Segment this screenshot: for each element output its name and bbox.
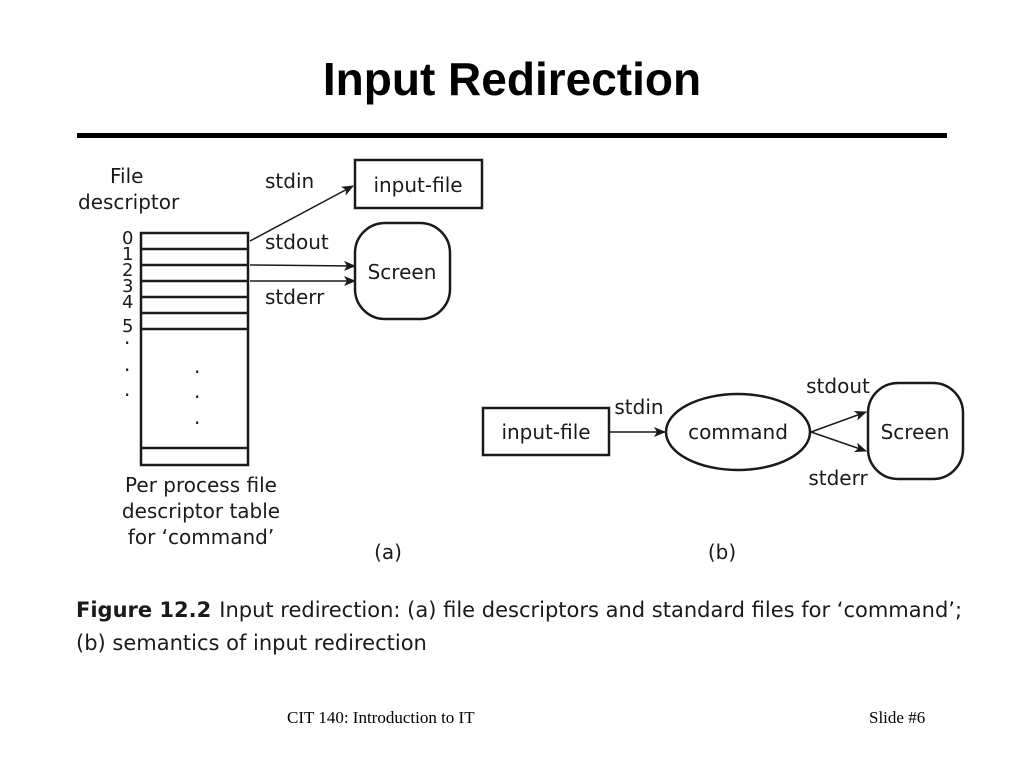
command-node — [664, 392, 812, 472]
command-label: command — [688, 420, 788, 444]
fd-number-1: 1 — [122, 244, 133, 265]
fd-header-line2: descriptor — [78, 190, 180, 214]
fd-dot: . — [124, 325, 130, 349]
table-dot: . — [194, 379, 200, 403]
figure-caption-line2: (b) semantics of input redirection — [76, 631, 427, 655]
figure-caption-text: Input redirection: (a) file descriptors … — [219, 598, 963, 622]
input-file-label: input-file — [373, 173, 462, 197]
panel-a: File descriptor 0 1 2 3 4 5 . . . . . . … — [78, 158, 484, 564]
screen-box — [866, 381, 965, 481]
fd-number-5: 5 — [122, 316, 133, 337]
slide-title: Input Redirection — [322, 53, 702, 105]
screen-label: Screen — [881, 420, 950, 444]
screen-box — [353, 221, 452, 321]
fd-dot: . — [124, 377, 130, 401]
stdin-label: stdin — [265, 169, 314, 193]
fd-number-4: 4 — [122, 292, 133, 313]
screen-label: Screen — [368, 260, 437, 284]
panel-a-label: (a) — [374, 540, 402, 564]
table-dot: . — [194, 354, 200, 378]
stdout-label: stdout — [806, 374, 870, 398]
table-caption-line2: descriptor table — [122, 499, 280, 523]
stdout-label: stdout — [265, 230, 329, 254]
footer-course: CIT 140: Introduction to IT — [287, 708, 475, 727]
input-file-box — [481, 406, 611, 457]
fd-number-0: 0 — [122, 228, 133, 249]
figure-caption: Figure 12.2 Input redirection: (a) file d… — [76, 594, 976, 660]
fd-dot: . — [124, 352, 130, 376]
fd-number-2: 2 — [122, 260, 133, 281]
stderr-label: stderr — [265, 285, 325, 309]
fd-table — [139, 231, 250, 467]
stderr-arrow — [810, 431, 867, 453]
input-file-label: input-file — [501, 420, 590, 444]
stdin-label: stdin — [614, 395, 663, 419]
table-dot: . — [194, 405, 200, 429]
figure-label: Figure 12.2 — [76, 598, 212, 622]
table-caption-line1: Per process file — [125, 473, 277, 497]
panel-b: input-file stdin command stdout stderr S… — [481, 374, 965, 564]
footer-slide-number: Slide #6 — [869, 708, 926, 727]
fd-number-3: 3 — [122, 276, 133, 297]
title-divider — [77, 133, 947, 138]
figure-caption-line1: Figure 12.2 Input redirection: (a) file d… — [76, 594, 976, 627]
stderr-label: stderr — [808, 466, 868, 490]
stdout-arrow — [249, 260, 356, 271]
stdin-arrow — [249, 185, 354, 242]
input-file-box — [353, 158, 484, 210]
table-caption-line3: for ‘command’ — [128, 525, 274, 549]
fd-header-line1: File — [110, 164, 143, 188]
panel-b-label: (b) — [708, 540, 736, 564]
stdout-arrow — [810, 411, 867, 433]
